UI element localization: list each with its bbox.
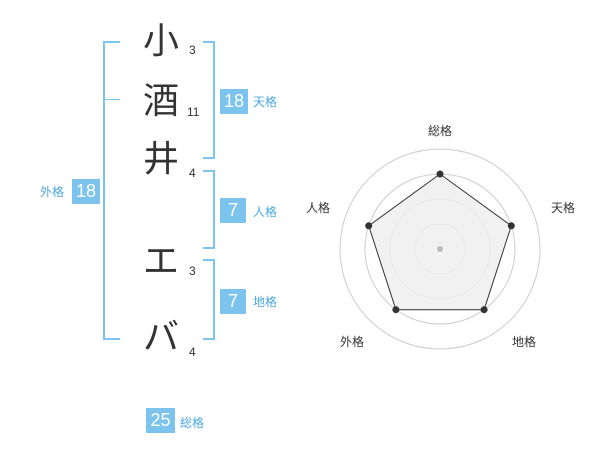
radar-point <box>436 170 444 178</box>
gaikaku-bracket-inner-tick <box>103 99 120 100</box>
jinkaku-badge: 7 <box>220 198 246 223</box>
radar-polygon <box>368 173 512 311</box>
jinkaku-bracket <box>203 170 215 249</box>
soukaku-badge: 25 <box>146 408 175 433</box>
radar-point <box>480 306 488 314</box>
chikaku-label: 地格 <box>253 295 278 309</box>
stroke-count-4: 3 <box>189 264 196 278</box>
tenkaku-badge: 18 <box>220 89 248 114</box>
name-char-3: 井 <box>143 139 180 180</box>
stroke-count-5: 4 <box>189 345 196 359</box>
gaikaku-badge: 18 <box>72 179 100 204</box>
radar-label-gaikaku: 外格 <box>340 334 364 349</box>
name-char-4: エ <box>143 241 180 282</box>
radar-point <box>507 222 515 230</box>
radar-center-dot <box>437 246 443 252</box>
radar-label-soukaku: 総格 <box>428 123 452 138</box>
jinkaku-label: 人格 <box>253 205 278 219</box>
name-char-2: 酒 <box>143 81 180 122</box>
name-char-1: 小 <box>143 21 180 62</box>
radar-ring <box>339 148 541 350</box>
tenkaku-label: 天格 <box>253 95 278 109</box>
radar-point <box>392 306 400 314</box>
name-char-5: バ <box>143 317 180 358</box>
chikaku-badge: 7 <box>220 289 246 314</box>
chikaku-bracket <box>203 259 215 340</box>
radar-label-jinkaku: 人格 <box>306 200 330 215</box>
radar-label-chikaku: 地格 <box>512 334 536 349</box>
radar-label-tenkaku: 天格 <box>551 200 575 215</box>
gaikaku-label: 外格 <box>40 185 65 199</box>
stroke-count-3: 4 <box>189 166 196 180</box>
soukaku-label: 総格 <box>180 416 205 430</box>
stroke-count-2: 11 <box>187 105 200 119</box>
radar-point <box>365 222 373 230</box>
tenkaku-bracket <box>203 41 215 159</box>
stroke-count-1: 3 <box>189 43 196 57</box>
gaikaku-bracket <box>103 41 120 340</box>
